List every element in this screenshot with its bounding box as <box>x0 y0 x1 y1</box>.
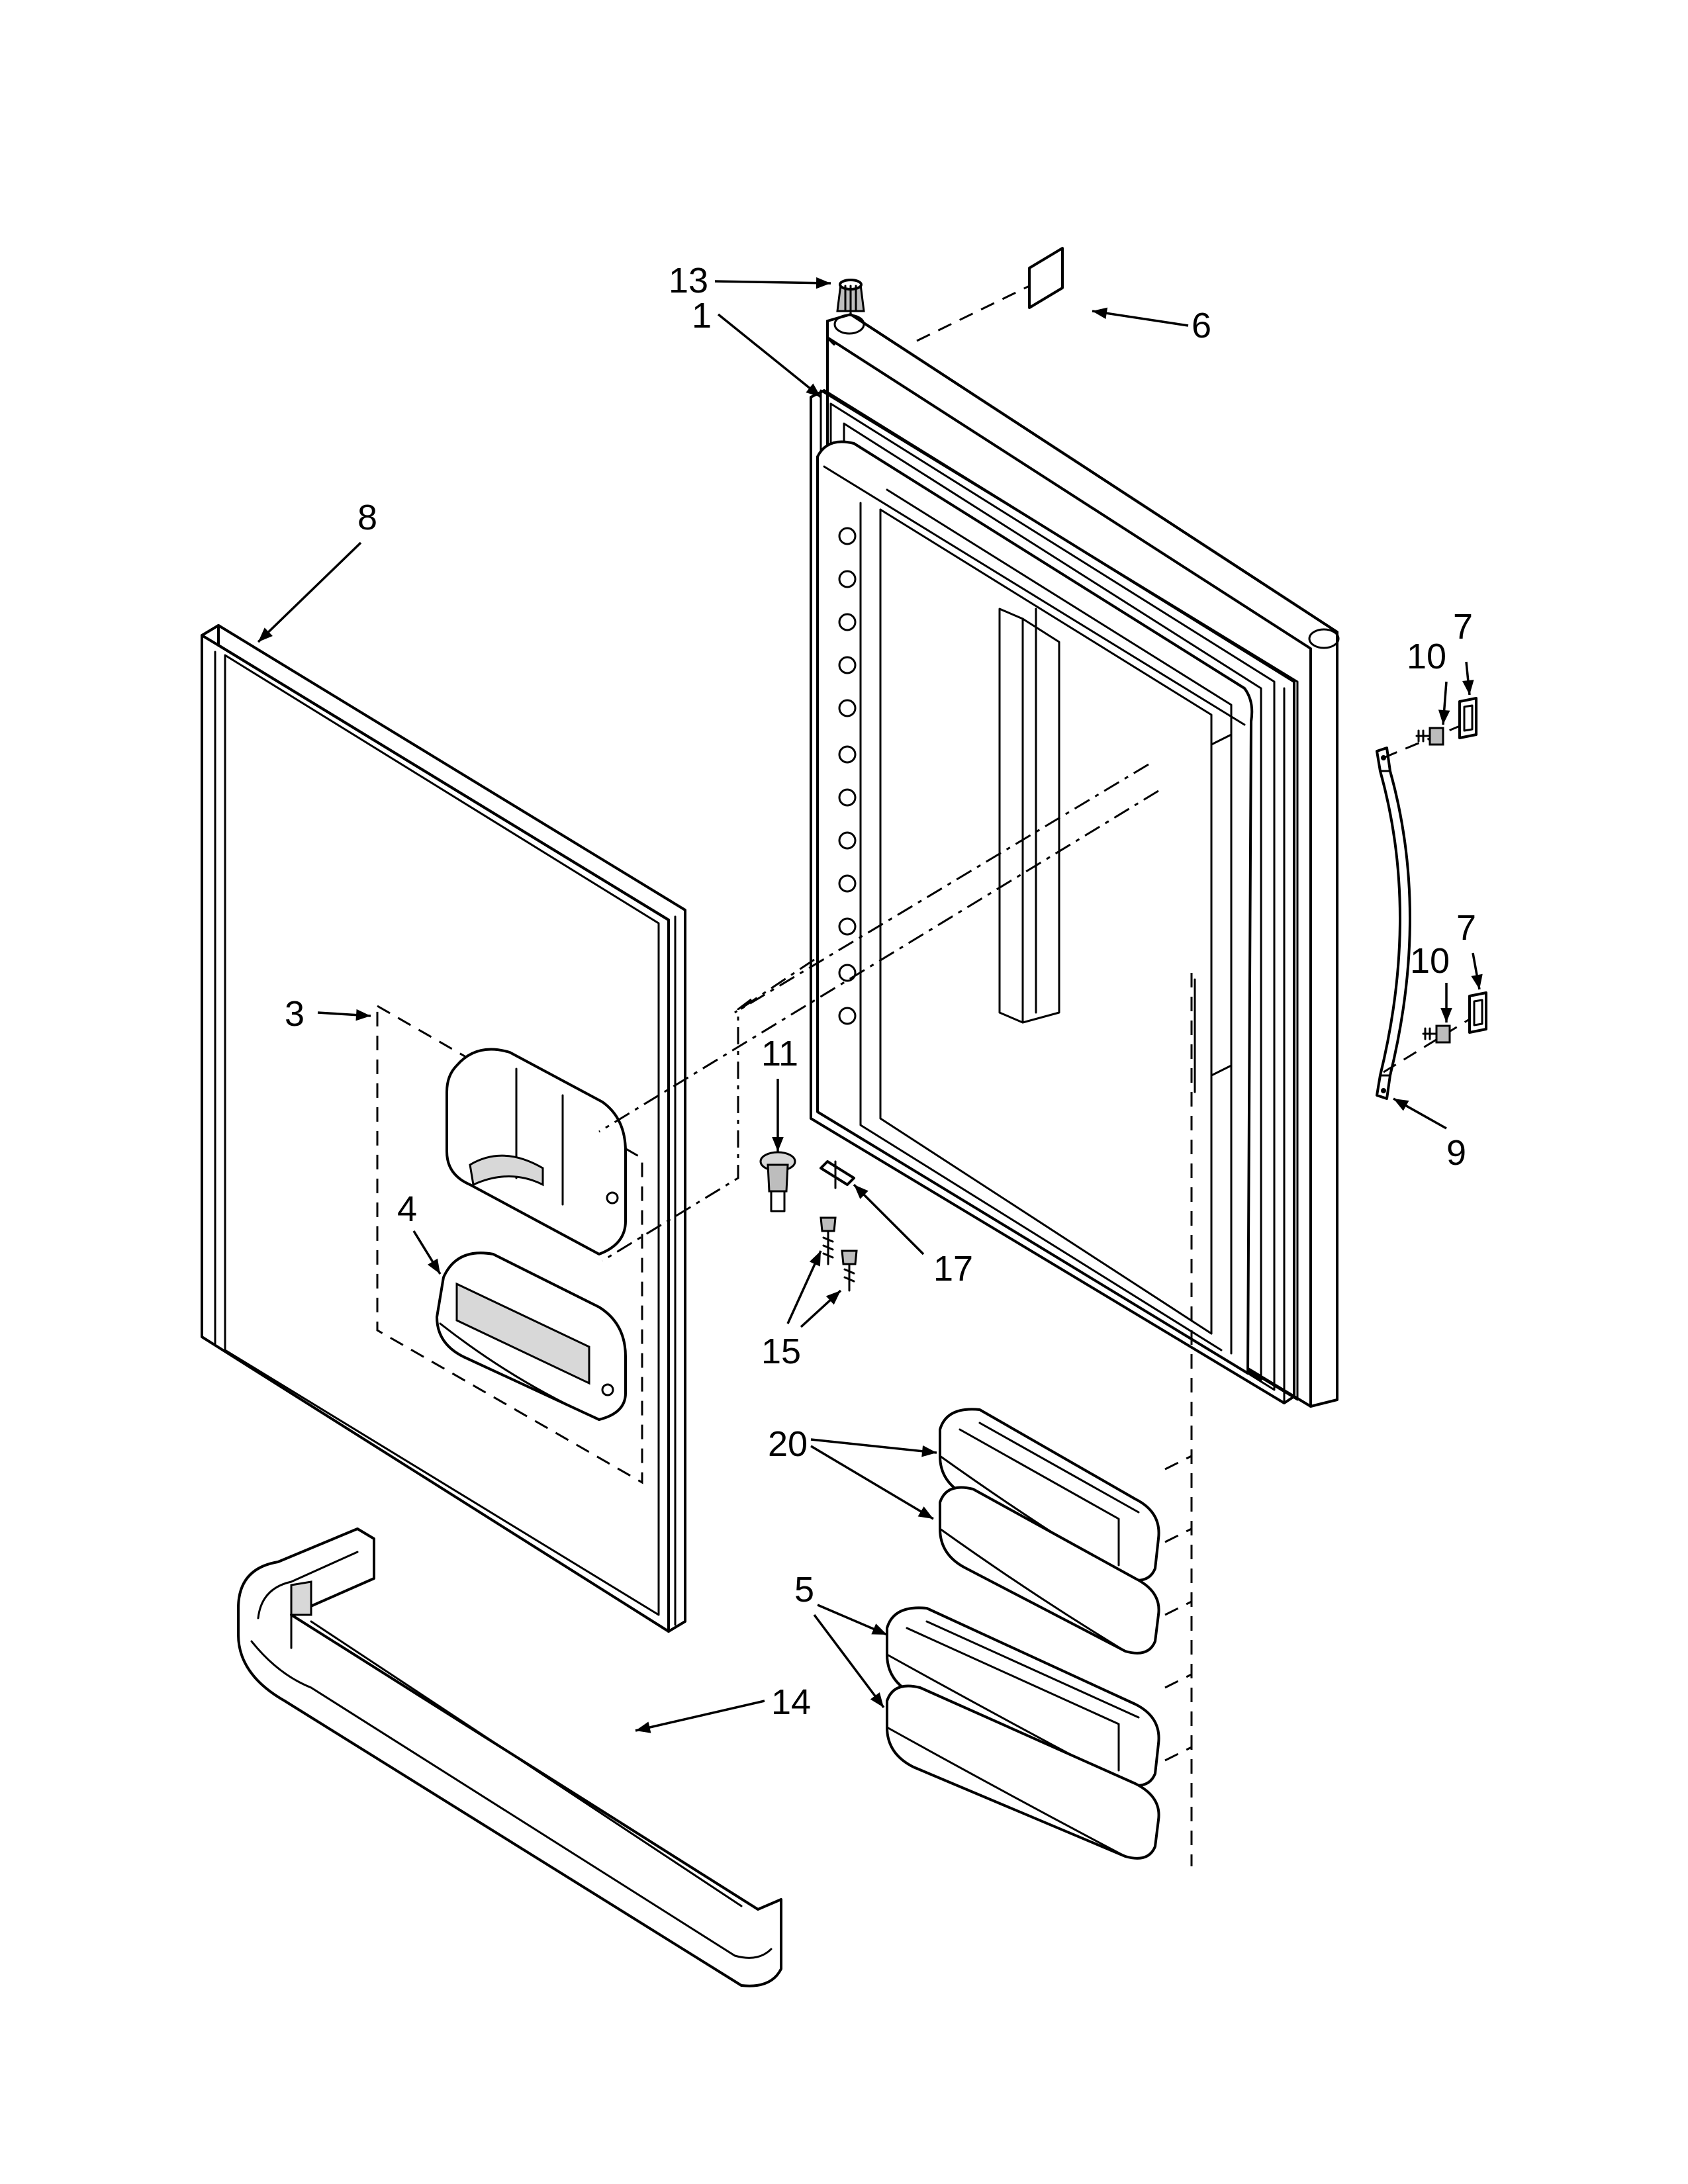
callout-20: 20 <box>768 1424 808 1464</box>
callout-7-upper: 7 <box>1453 607 1473 647</box>
callout-14: 14 <box>771 1682 811 1722</box>
hinge-bushing <box>759 1151 796 1212</box>
callout-3: 3 <box>285 994 305 1034</box>
leader-lines <box>257 277 1483 1733</box>
outer-door <box>810 313 1340 1408</box>
callout-7-lower: 7 <box>1456 908 1476 948</box>
door-bin-lower-1 <box>886 1606 1160 1787</box>
door-bin-upper-2 <box>939 1486 1160 1655</box>
callout-10-upper: 10 <box>1407 637 1446 676</box>
callout-15: 15 <box>761 1332 801 1371</box>
callout-6: 6 <box>1192 306 1211 345</box>
handle-screw-upper <box>1415 727 1444 746</box>
alignment-line-2 <box>598 790 1159 1133</box>
screw-lower <box>841 1250 858 1292</box>
callout-13: 13 <box>669 261 708 300</box>
handle-cap-lower <box>1468 991 1487 1034</box>
callout-5: 5 <box>794 1570 814 1610</box>
callout-11: 11 <box>761 1034 798 1073</box>
callout-10-lower: 10 <box>1410 941 1450 981</box>
nameplate <box>1028 247 1064 309</box>
shelf-clips <box>838 527 857 1025</box>
hinge-plate <box>820 1160 855 1189</box>
alignment-line-4 <box>734 958 815 1014</box>
door-bin-lower-2 <box>886 1684 1160 1860</box>
callout-4: 4 <box>397 1189 417 1229</box>
callout-9: 9 <box>1446 1133 1466 1173</box>
callout-1: 1 <box>692 296 712 336</box>
dispenser-housing <box>445 1048 627 1255</box>
callout-17: 17 <box>933 1249 973 1289</box>
screw-upper <box>820 1216 837 1265</box>
handle-cap-upper <box>1458 697 1477 739</box>
door-plug <box>836 279 865 312</box>
dispenser-tray <box>436 1251 627 1421</box>
alignment-line-3 <box>602 998 752 1262</box>
alignment-line-1 <box>734 763 1149 1014</box>
handle-screw-lower <box>1422 1024 1451 1044</box>
callout-8: 8 <box>357 498 377 537</box>
door-shelf-bin <box>237 1527 782 1987</box>
door-handle <box>1376 747 1411 1100</box>
